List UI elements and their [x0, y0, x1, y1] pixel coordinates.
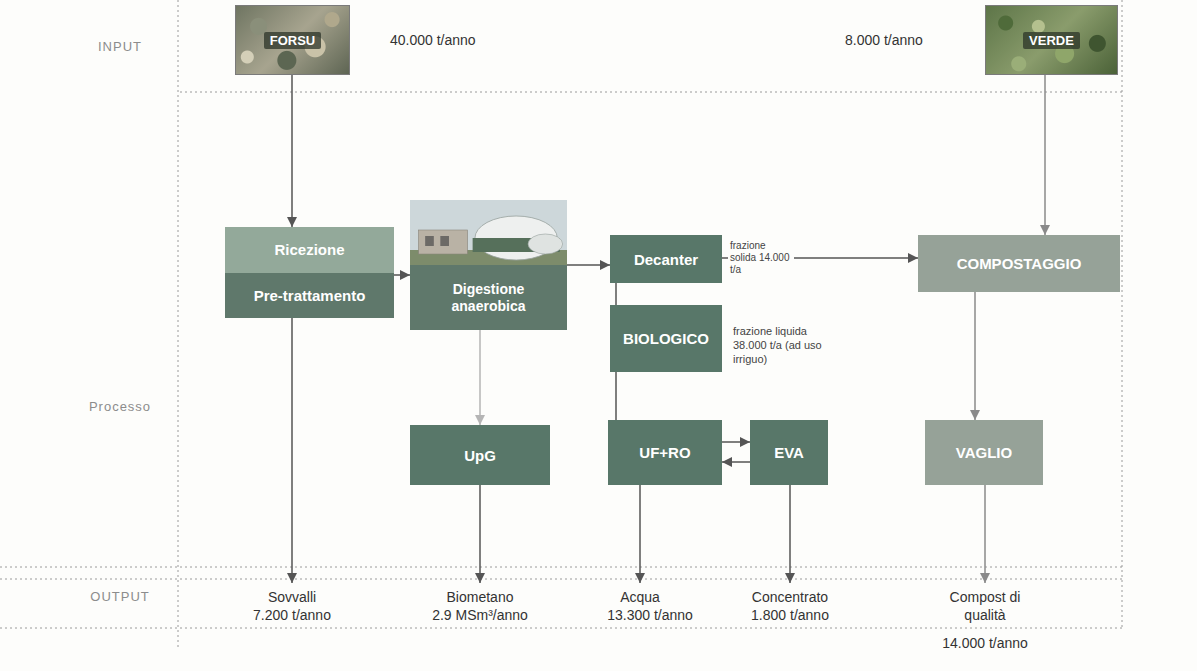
input-photo: VERDE	[985, 5, 1118, 75]
process-box: COMPOSTAGGIO	[918, 235, 1120, 292]
box-label: VAGLIO	[956, 444, 1012, 461]
output-label: Concentrato	[752, 588, 828, 606]
box-label: Digestione anaerobica	[410, 265, 567, 330]
divider-line	[178, 0, 179, 650]
divider-line	[0, 567, 1125, 568]
box-label: Decanter	[634, 251, 698, 268]
flow-arrow	[615, 372, 617, 420]
flow-label: frazione liquida 38.000 t/a (ad uso irri…	[733, 324, 833, 366]
divider-line	[0, 628, 1125, 629]
box-label: COMPOSTAGGIO	[957, 255, 1082, 272]
process-box: UF+RO	[608, 420, 722, 485]
flow-label: frazione solida 14.000 t/a	[728, 239, 794, 277]
output-arrow	[789, 485, 791, 583]
flow-arrow	[1044, 75, 1046, 235]
row-label: Processo	[89, 398, 151, 415]
process-box: Digestione anaerobica	[410, 200, 567, 330]
output-label: Sovvalli	[268, 588, 316, 606]
quantity-label: 40.000 t/anno	[390, 31, 476, 49]
process-box: UpG	[410, 425, 550, 485]
output-label: Compost di qualità	[937, 588, 1033, 624]
output-arrow	[291, 318, 293, 583]
row-label: INPUT	[98, 38, 142, 55]
flow-arrow	[722, 461, 750, 463]
process-box: BIOLOGICO	[610, 305, 722, 372]
box-label: UF+RO	[639, 444, 690, 461]
box-label: UpG	[464, 447, 496, 464]
box-label: Pre-trattamento	[225, 273, 394, 319]
output-quantity: 2.9 MSm³/anno	[432, 606, 528, 624]
process-box: EVA	[750, 420, 828, 485]
quantity-label: 8.000 t/anno	[845, 31, 923, 49]
flow-arrow	[291, 75, 293, 227]
output-quantity: 7.200 t/anno	[253, 606, 331, 624]
output-quantity: 13.300 t/anno	[607, 606, 693, 624]
process-box: VAGLIO	[925, 420, 1043, 485]
section-dividers	[0, 0, 1125, 650]
process-box: Decanter	[610, 235, 722, 283]
divider-line	[180, 92, 1125, 93]
box-label: EVA	[774, 444, 804, 461]
flow-arrow	[394, 274, 410, 276]
flow-arrow	[615, 283, 617, 305]
output-label: Biometano	[447, 588, 514, 606]
flow-arrow	[567, 264, 610, 266]
input-name: VERDE	[1023, 32, 1080, 49]
output-arrow	[479, 485, 481, 583]
digester-picture	[410, 200, 567, 265]
input-name: FORSU	[264, 32, 322, 49]
output-quantity: 1.800 t/anno	[751, 606, 829, 624]
box-label: BIOLOGICO	[623, 330, 709, 347]
output-arrow	[984, 485, 986, 583]
row-label: OUTPUT	[90, 588, 149, 605]
flow-arrow	[974, 292, 976, 420]
divider-line	[1122, 0, 1123, 628]
output-label: Acqua	[620, 588, 660, 606]
divider-line	[0, 579, 1125, 580]
flow-arrow	[479, 330, 481, 425]
flow-arrow	[722, 441, 750, 443]
input-photo: FORSU	[235, 5, 350, 75]
box-label: Ricezione	[225, 227, 394, 273]
output-quantity: 14.000 t/anno	[942, 634, 1028, 652]
output-arrow	[639, 485, 641, 583]
process-box: RicezionePre-trattamento	[225, 227, 394, 318]
